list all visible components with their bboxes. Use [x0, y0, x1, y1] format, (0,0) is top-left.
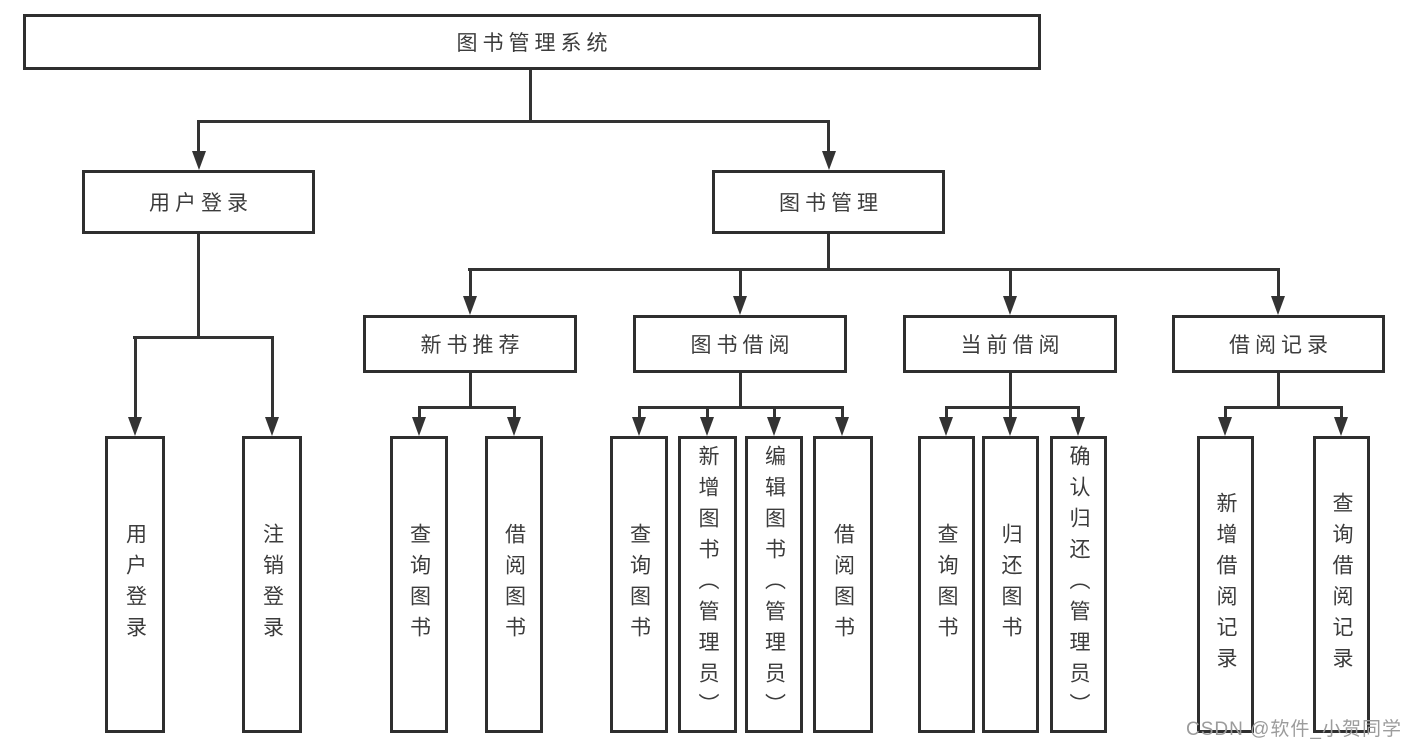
leaf-add-borrow-record-label: 新增借阅记录 [1214, 491, 1237, 678]
leaf-logout: 注销登录 [242, 436, 302, 733]
connector-new-book-rec-rail [418, 406, 516, 409]
leaf-query-books-1: 查询图书 [390, 436, 448, 733]
node-library-management-system-label: 图书管理系统 [456, 32, 613, 55]
node-book-borrowing-label: 图书借阅 [690, 334, 795, 357]
arrowhead-borrow-records [1271, 296, 1285, 315]
leaf-add-books-admin-label: 新增图书（管理员） [696, 445, 719, 724]
leaf-query-books-2-label: 查询图书 [627, 522, 651, 647]
node-borrowing-records: 借阅记录 [1172, 315, 1385, 373]
connector-drop-new-book-rec [469, 268, 472, 298]
leaf-query-books-3-label: 查询图书 [935, 522, 958, 647]
node-current-borrowing-label: 当前借阅 [960, 334, 1065, 357]
arrowhead-user-login [192, 151, 206, 170]
connector-drop-query-books-2 [638, 406, 641, 419]
arrowhead-edit-books [767, 417, 781, 436]
arrowhead-query-books-2 [632, 417, 646, 436]
connector-drop-add-borrow-record [1224, 406, 1227, 419]
connector-drop-leaf-logout [271, 336, 274, 419]
connector-drop-borrow-records [1277, 268, 1280, 298]
connector-drop-add-books [706, 406, 709, 419]
node-book-management: 图书管理 [712, 170, 945, 234]
leaf-return-books-label: 归还图书 [999, 522, 1022, 647]
connector-user-login-stem [197, 234, 200, 339]
connector-drop-book-mgmt [827, 120, 830, 153]
connector-drop-query-books-3 [945, 406, 948, 419]
arrowhead-add-books [700, 417, 714, 436]
arrowhead-borrow-books-2 [835, 417, 849, 436]
leaf-edit-books-admin-label: 编辑图书（管理员） [762, 445, 786, 724]
leaf-borrow-books-1: 借阅图书 [485, 436, 543, 733]
arrowhead-query-books-1 [412, 417, 426, 436]
leaf-query-books-1-label: 查询图书 [407, 522, 431, 647]
node-user-login: 用户登录 [82, 170, 315, 234]
connector-drop-user-login [197, 120, 200, 153]
node-library-management-system: 图书管理系统 [23, 14, 1041, 70]
connector-root-rail [197, 120, 830, 123]
arrowhead-query-borrow-record [1334, 417, 1348, 436]
connector-drop-return-books [1009, 406, 1012, 419]
arrowhead-borrow-books-1 [507, 417, 521, 436]
connector-drop-borrow-books-2 [841, 406, 844, 419]
node-user-login-label: 用户登录 [149, 192, 253, 215]
connector-book-borrow-rail [638, 406, 844, 409]
connector-borrow-records-stem [1277, 373, 1280, 409]
leaf-logout-label: 注销登录 [260, 522, 284, 647]
connector-drop-confirm-return [1077, 406, 1080, 419]
arrowhead-add-borrow-record [1218, 417, 1232, 436]
connector-user-login-rail [133, 336, 274, 339]
node-book-management-label: 图书管理 [779, 192, 883, 215]
node-new-book-recommend: 新书推荐 [363, 315, 577, 373]
leaf-query-borrow-record: 查询借阅记录 [1313, 436, 1370, 733]
connector-new-book-rec-stem [469, 373, 472, 409]
leaf-query-books-3: 查询图书 [918, 436, 975, 733]
arrowhead-book-borrow [733, 296, 747, 315]
leaf-return-books: 归还图书 [982, 436, 1039, 733]
connector-drop-query-borrow-record [1340, 406, 1343, 419]
connector-current-borrow-rail [945, 406, 1079, 409]
arrowhead-current-borrow [1003, 296, 1017, 315]
connector-book-mgmt-stem [827, 233, 830, 271]
connector-drop-edit-books [773, 406, 776, 419]
arrowhead-book-mgmt [822, 151, 836, 170]
connector-current-borrow-stem [1009, 373, 1012, 409]
connector-book-mgmt-rail [468, 268, 1280, 271]
node-borrowing-records-label: 借阅记录 [1229, 334, 1333, 357]
arrowhead-leaf-logout [265, 417, 279, 436]
connector-borrow-records-rail [1224, 406, 1342, 409]
leaf-borrow-books-1-label: 借阅图书 [502, 522, 526, 647]
connector-drop-current-borrow [1009, 268, 1012, 298]
connector-drop-leaf-user-login [134, 336, 137, 419]
leaf-borrow-books-2: 借阅图书 [813, 436, 873, 733]
arrowhead-confirm-return [1071, 417, 1085, 436]
leaf-borrow-books-2-label: 借阅图书 [831, 522, 855, 647]
arrowhead-leaf-user-login [128, 417, 142, 436]
node-book-borrowing: 图书借阅 [633, 315, 847, 373]
connector-drop-borrow-books-1 [513, 406, 516, 419]
leaf-query-books-2: 查询图书 [610, 436, 668, 733]
leaf-query-borrow-record-label: 查询借阅记录 [1330, 491, 1353, 678]
leaf-add-books-admin: 新增图书（管理员） [678, 436, 737, 733]
node-current-borrowing: 当前借阅 [903, 315, 1117, 373]
leaf-user-login-label: 用户登录 [123, 522, 147, 647]
arrowhead-query-books-3 [939, 417, 953, 436]
connector-drop-book-borrow [739, 268, 742, 298]
connector-root-stem [529, 70, 532, 123]
leaf-confirm-return-admin: 确认归还（管理员） [1050, 436, 1107, 733]
arrowhead-return-books [1003, 417, 1017, 436]
arrowhead-new-book-rec [463, 296, 477, 315]
connector-book-borrow-stem [739, 373, 742, 409]
csdn-watermark: CSDN @软件_小贺同学 [1186, 719, 1402, 740]
leaf-confirm-return-admin-label: 确认归还（管理员） [1067, 445, 1090, 724]
leaf-edit-books-admin: 编辑图书（管理员） [745, 436, 803, 733]
node-new-book-recommend-label: 新书推荐 [420, 334, 525, 357]
leaf-user-login: 用户登录 [105, 436, 165, 733]
leaf-add-borrow-record: 新增借阅记录 [1197, 436, 1254, 733]
connector-drop-query-books-1 [418, 406, 421, 419]
